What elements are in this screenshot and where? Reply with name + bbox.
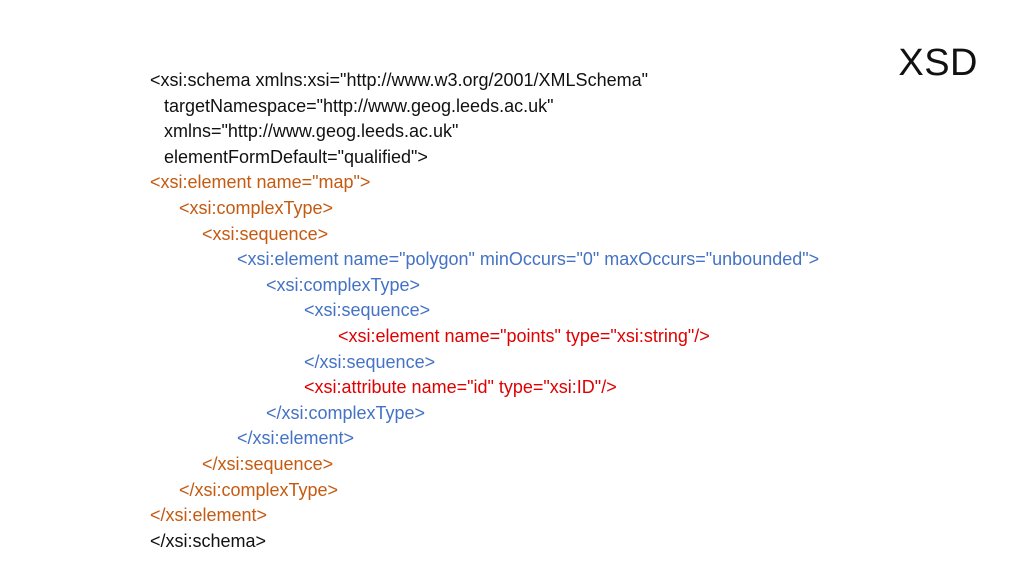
code-line-polygon-element-close: </xsi:element> <box>237 428 355 449</box>
code-line-polygon-element-open: <xsi:element name="polygon" minOccurs="0… <box>237 249 820 270</box>
code-line-map-element-open: <xsi:element name="map"> <box>150 172 371 193</box>
code-line-target-namespace: targetNamespace="http://www.geog.leeds.a… <box>164 95 554 116</box>
code-line-id-attribute: <xsi:attribute name="id" type="xsi:ID"/> <box>304 377 617 398</box>
code-line-points-element: <xsi:element name="points" type="xsi:str… <box>338 325 710 346</box>
code-line-xmlns: xmlns="http://www.geog.leeds.ac.uk" <box>164 121 459 142</box>
code-line-schema-close: </xsi:schema> <box>150 530 267 551</box>
code-line-sequence-close: </xsi:sequence> <box>202 453 334 474</box>
code-line-polygon-complextype-close: </xsi:complexType> <box>266 402 426 423</box>
code-line-map-element-close: </xsi:element> <box>150 505 268 526</box>
code-line-complextype-close: </xsi:complexType> <box>179 479 339 500</box>
code-line-element-form-default: elementFormDefault="qualified"> <box>164 146 428 167</box>
code-line-polygon-sequence-open: <xsi:sequence> <box>304 300 431 321</box>
code-line-schema-open: <xsi:schema xmlns:xsi="http://www.w3.org… <box>150 70 648 90</box>
xsd-code-block: <xsi:schema xmlns:xsi="http://www.w3.org… <box>150 68 984 554</box>
slide-title: XSD <box>898 42 978 84</box>
code-line-polygon-sequence-close: </xsi:sequence> <box>304 351 436 372</box>
code-line-sequence-open: <xsi:sequence> <box>202 223 329 244</box>
code-line-complextype-open: <xsi:complexType> <box>179 197 334 218</box>
code-line-polygon-complextype-open: <xsi:complexType> <box>266 274 421 295</box>
